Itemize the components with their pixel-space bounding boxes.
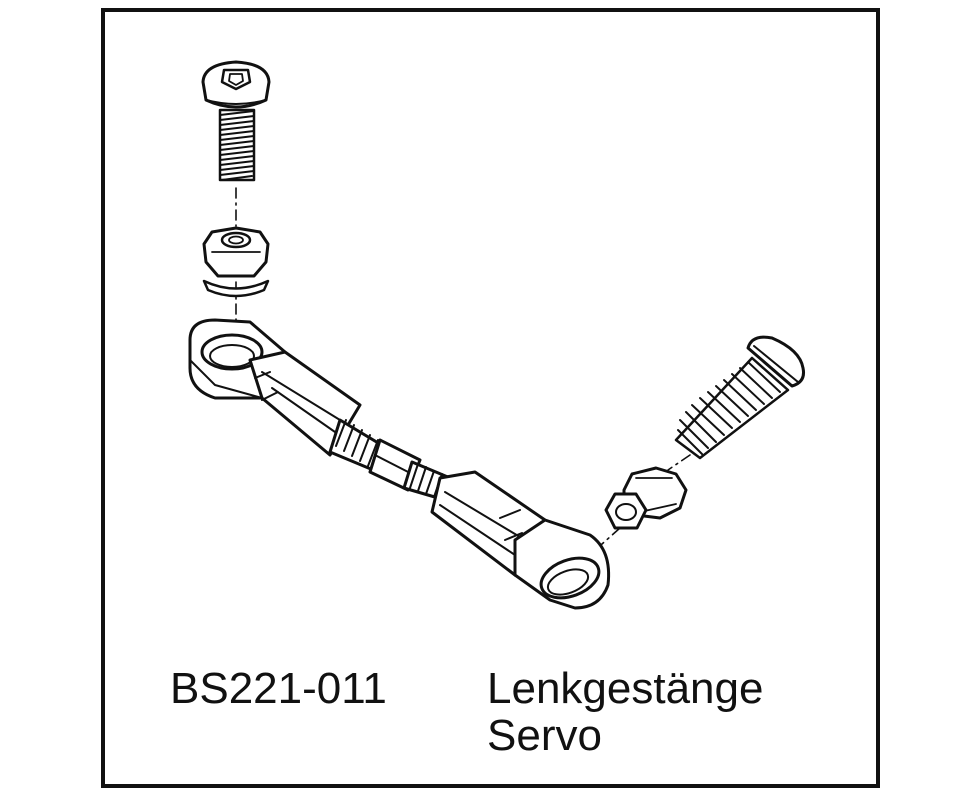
steering-linkage-rod (188, 318, 611, 610)
part-number: BS221-011 (170, 664, 387, 713)
screw-top-left (201, 60, 271, 182)
part-name-line-2: Servo (487, 711, 602, 760)
part-name-line-1: Lenkgestänge (487, 664, 764, 713)
ball-stud (202, 226, 270, 298)
washer-right (604, 492, 648, 530)
screw-right (674, 335, 805, 460)
